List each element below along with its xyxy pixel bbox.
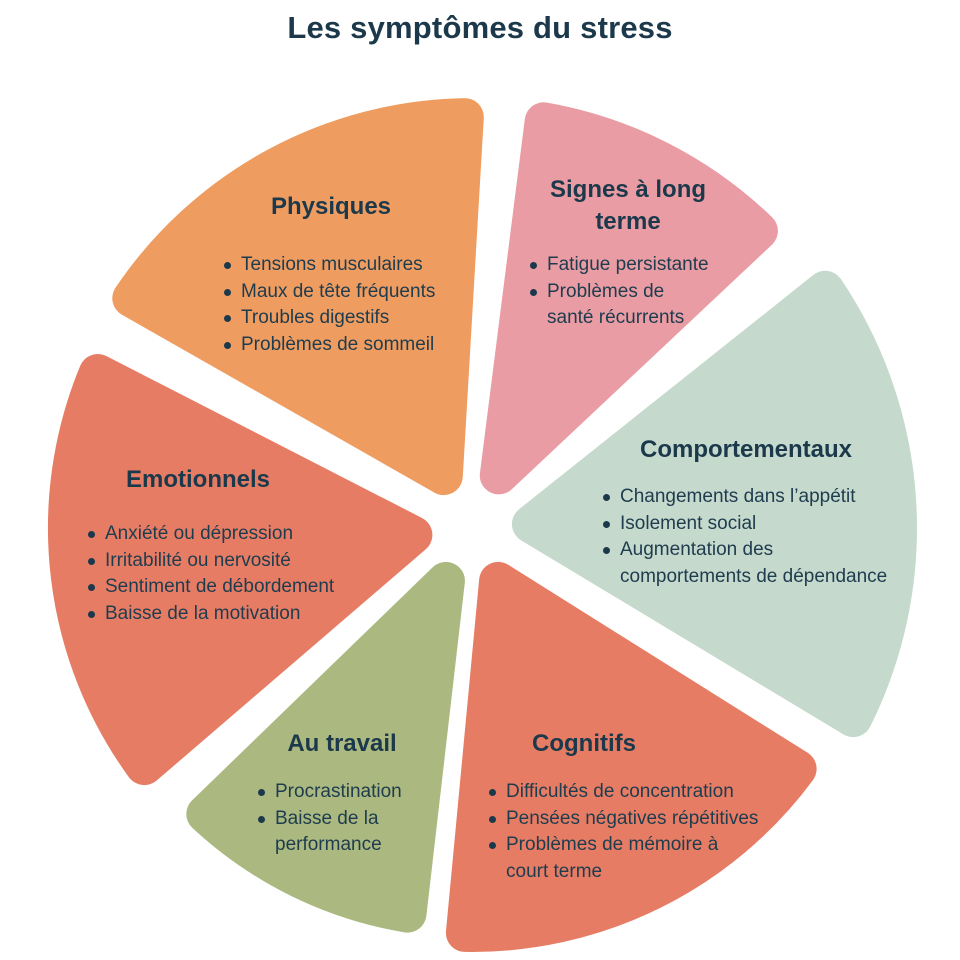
- symptom-item: Fatigue persistante: [528, 252, 728, 279]
- symptom-item: Baisse de la performance: [256, 806, 436, 859]
- symptom-item: Changements dans l’appétit: [601, 484, 931, 511]
- wedge-emotionnels: [47, 354, 433, 786]
- symptom-item: Anxiété ou dépression: [86, 521, 366, 548]
- segment-title: Physiques: [270, 193, 392, 220]
- symptom-item: Procrastination: [256, 779, 436, 806]
- wedge-signes-a-long-terme: [479, 102, 778, 495]
- symptom-item: Troubles digestifs: [222, 305, 472, 332]
- symptom-item: Maux de tête fréquents: [222, 279, 472, 306]
- symptom-item: Sentiment de débordement: [86, 574, 366, 601]
- wedge-physiques: [112, 98, 484, 496]
- symptom-item: Problèmes de sommeil: [222, 332, 472, 359]
- wedge-au-travail: [186, 561, 465, 933]
- page-title: Les symptômes du stress: [287, 10, 673, 45]
- segment-title: Emotionnels: [125, 466, 270, 493]
- symptom-item: Isolement social: [601, 511, 931, 538]
- symptom-item: Difficultés de concentration: [487, 779, 787, 806]
- wedge-cognitifs: [445, 561, 817, 952]
- segment-title: Comportementaux: [639, 436, 853, 463]
- symptom-item: Baisse de la motivation: [86, 601, 366, 628]
- wedge-comportementaux: [511, 270, 917, 738]
- symptom-item: Augmentation des comportements de dépend…: [601, 537, 931, 590]
- symptom-item: Problèmes de santé récurrents: [528, 279, 728, 332]
- segment-title: Cognitifs: [532, 730, 636, 757]
- symptom-item: Problèmes de mémoire à court terme: [487, 832, 787, 885]
- symptom-item: Irritabilité ou nervosité: [86, 548, 366, 575]
- segment-title: Au travail: [287, 730, 397, 757]
- symptom-item: Tensions musculaires: [222, 252, 472, 279]
- segment-title: Signes à long terme: [549, 176, 707, 235]
- symptom-item: Pensées négatives répétitives: [487, 806, 787, 833]
